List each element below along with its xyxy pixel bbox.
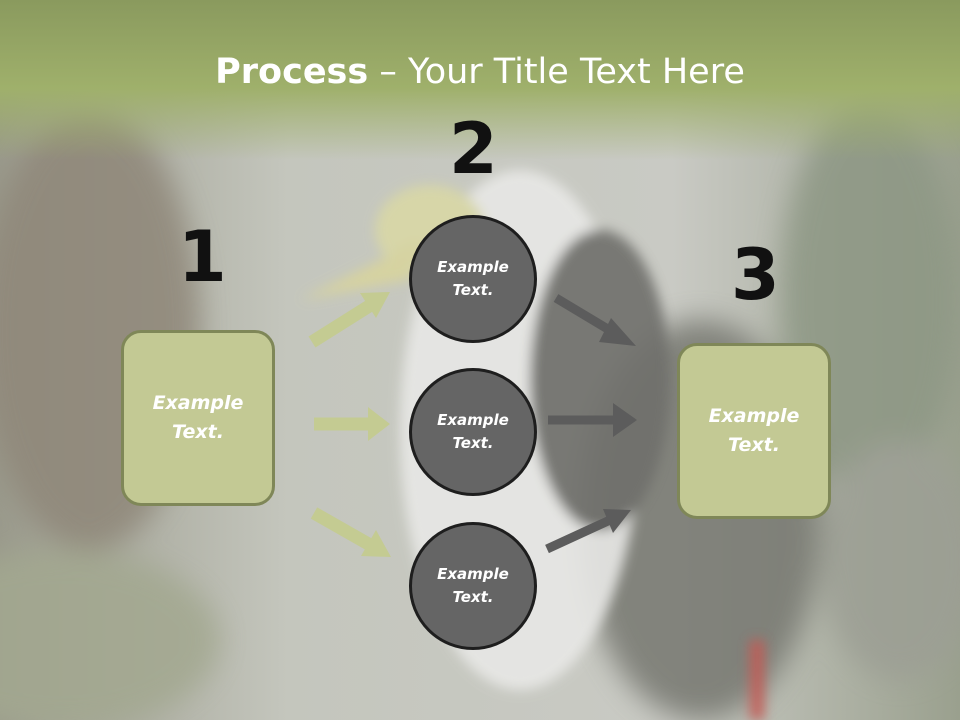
step-number-1: 1: [178, 216, 227, 298]
circle-3-text: Example Text.: [437, 565, 509, 606]
circle-2-text: Example Text.: [437, 411, 509, 452]
step-3-box: Example Text.: [677, 343, 831, 519]
title-bold: Process: [215, 52, 369, 92]
step-1-text: Example Text.: [152, 392, 244, 443]
step-number-2: 2: [449, 108, 498, 190]
title-rest: – Your Title Text Here: [368, 52, 745, 92]
gray-arrows: [545, 294, 637, 554]
arrow-down-right-gray: [553, 294, 636, 346]
arrow-up-right-gray: [545, 509, 631, 554]
arrow-right-gray: [548, 403, 637, 437]
step-1-box: Example Text.: [121, 330, 275, 506]
circle-1-text: Example Text.: [437, 258, 509, 299]
title-band: [0, 0, 960, 160]
page-title: Process – Your Title Text Here: [0, 52, 960, 92]
arrow-right-middle: [314, 407, 390, 441]
green-arrows: [308, 292, 391, 557]
circle-1: Example Text.: [409, 215, 537, 343]
circle-3: Example Text.: [409, 522, 537, 650]
step-3-text: Example Text.: [708, 405, 800, 456]
arrow-up-right: [308, 292, 390, 348]
circle-2: Example Text.: [409, 368, 537, 496]
arrow-down-right: [310, 507, 391, 557]
step-number-3: 3: [731, 234, 780, 316]
